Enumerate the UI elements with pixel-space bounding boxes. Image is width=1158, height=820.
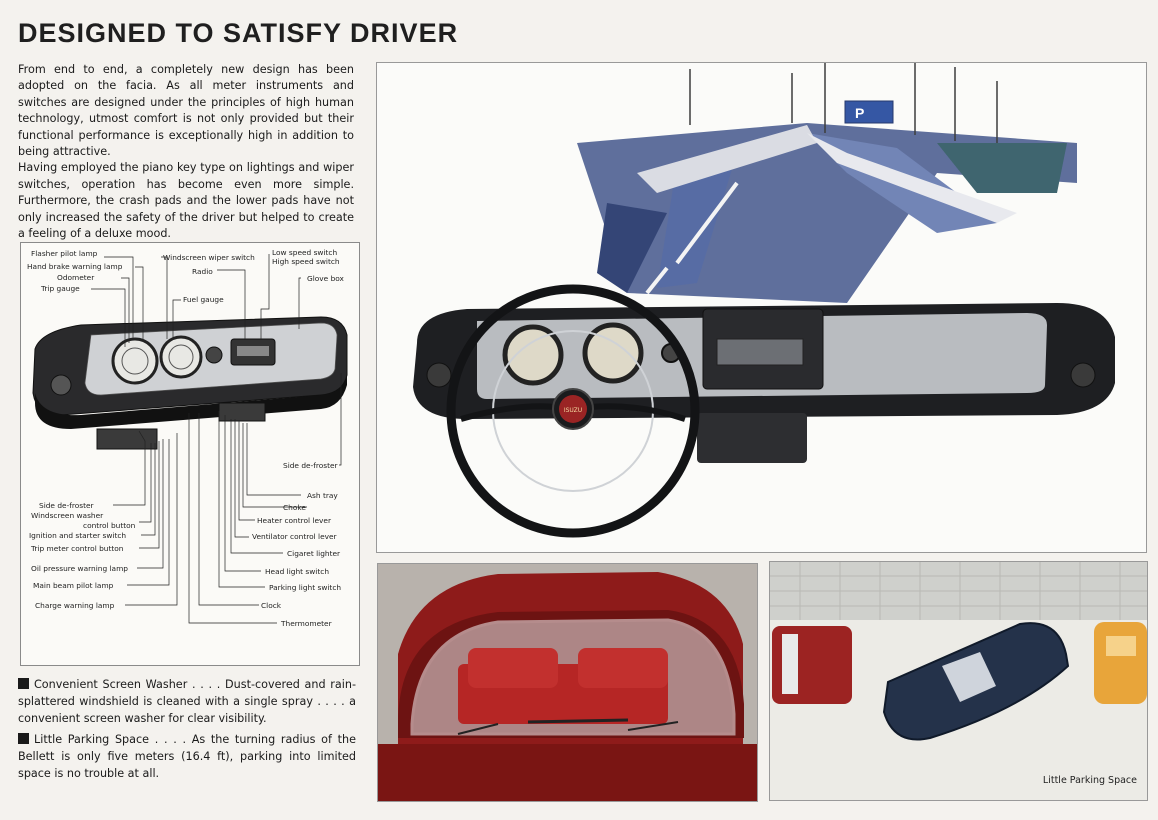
screen-washer-drawing [378, 564, 757, 801]
intro-paragraph-1: From end to end, a completely new design… [18, 63, 354, 159]
label-side-defroster-left: Side de-froster [39, 501, 94, 510]
parking-drawing [770, 562, 1147, 800]
caption-parking-space: Little Parking Space . . . . As the turn… [18, 733, 356, 780]
label-oil-pressure-warning-lamp: Oil pressure warning lamp [31, 564, 128, 573]
label-flasher-pilot-lamp: Flasher pilot lamp [31, 249, 98, 258]
label-choke: Choke [283, 503, 306, 512]
label-radio: Radio [192, 267, 213, 276]
parking-label: Little Parking Space [1042, 775, 1137, 786]
bullet-square-icon [18, 733, 29, 744]
label-main-beam-pilot-lamp: Main beam pilot lamp [33, 581, 114, 590]
parking-photo: Little Parking Space [769, 561, 1148, 801]
label-hand-brake-warning-lamp: Hand brake warning lamp [27, 262, 123, 271]
label-fuel-gauge: Fuel gauge [183, 295, 224, 304]
dashboard-illustration-drawing: P ISUZU [413, 63, 1115, 538]
label-trip-gauge: Trip gauge [41, 284, 80, 293]
label-windscreen-wiper-switch: Windscreen wiper switch [163, 253, 255, 262]
label-ventilator-control-lever: Ventilator control lever [252, 532, 337, 541]
intro-paragraph-2: Having employed the piano key type on li… [18, 161, 354, 241]
caption-screen-washer: Convenient Screen Washer . . . . Dust-co… [18, 678, 356, 725]
bullet-square-icon [18, 678, 29, 689]
label-side-defroster-right: Side de-froster [283, 461, 338, 470]
label-low-speed-switch: Low speed switch [272, 248, 338, 257]
label-heater-control-lever: Heater control lever [257, 516, 331, 525]
steering-badge: ISUZU [564, 407, 582, 414]
label-glove-box: Glove box [307, 274, 344, 283]
label-windscreen-washer: Windscreen washer [31, 511, 104, 520]
label-cigaret-lighter: Cigaret lighter [287, 549, 341, 558]
label-odometer: Odometer [57, 273, 95, 282]
dashboard-illustration: P ISUZU [376, 62, 1147, 553]
label-clock: Clock [261, 601, 282, 610]
label-washer-control-button: control button [83, 521, 136, 530]
label-ignition-starter-switch: Ignition and starter switch [29, 531, 127, 540]
captions: Convenient Screen Washer . . . . Dust-co… [18, 676, 356, 786]
intro-text: From end to end, a completely new design… [18, 62, 354, 242]
dashboard-diagram: Flasher pilot lamp Hand brake warning la… [20, 242, 360, 666]
label-high-speed-switch: High speed switch [272, 257, 340, 266]
label-charge-warning-lamp: Charge warning lamp [35, 601, 115, 610]
dashboard-diagram-drawing [32, 254, 348, 624]
label-head-light-switch: Head light switch [265, 567, 329, 576]
label-ash-tray: Ash tray [307, 491, 338, 500]
page-title: DESIGNED TO SATISFY DRIVER [18, 18, 459, 48]
label-parking-light-switch: Parking light switch [269, 583, 342, 592]
screen-washer-photo [377, 563, 758, 802]
label-thermometer: Thermometer [281, 619, 332, 628]
road-sign-text: P [855, 105, 864, 121]
label-trip-meter-control-button: Trip meter control button [31, 544, 124, 553]
